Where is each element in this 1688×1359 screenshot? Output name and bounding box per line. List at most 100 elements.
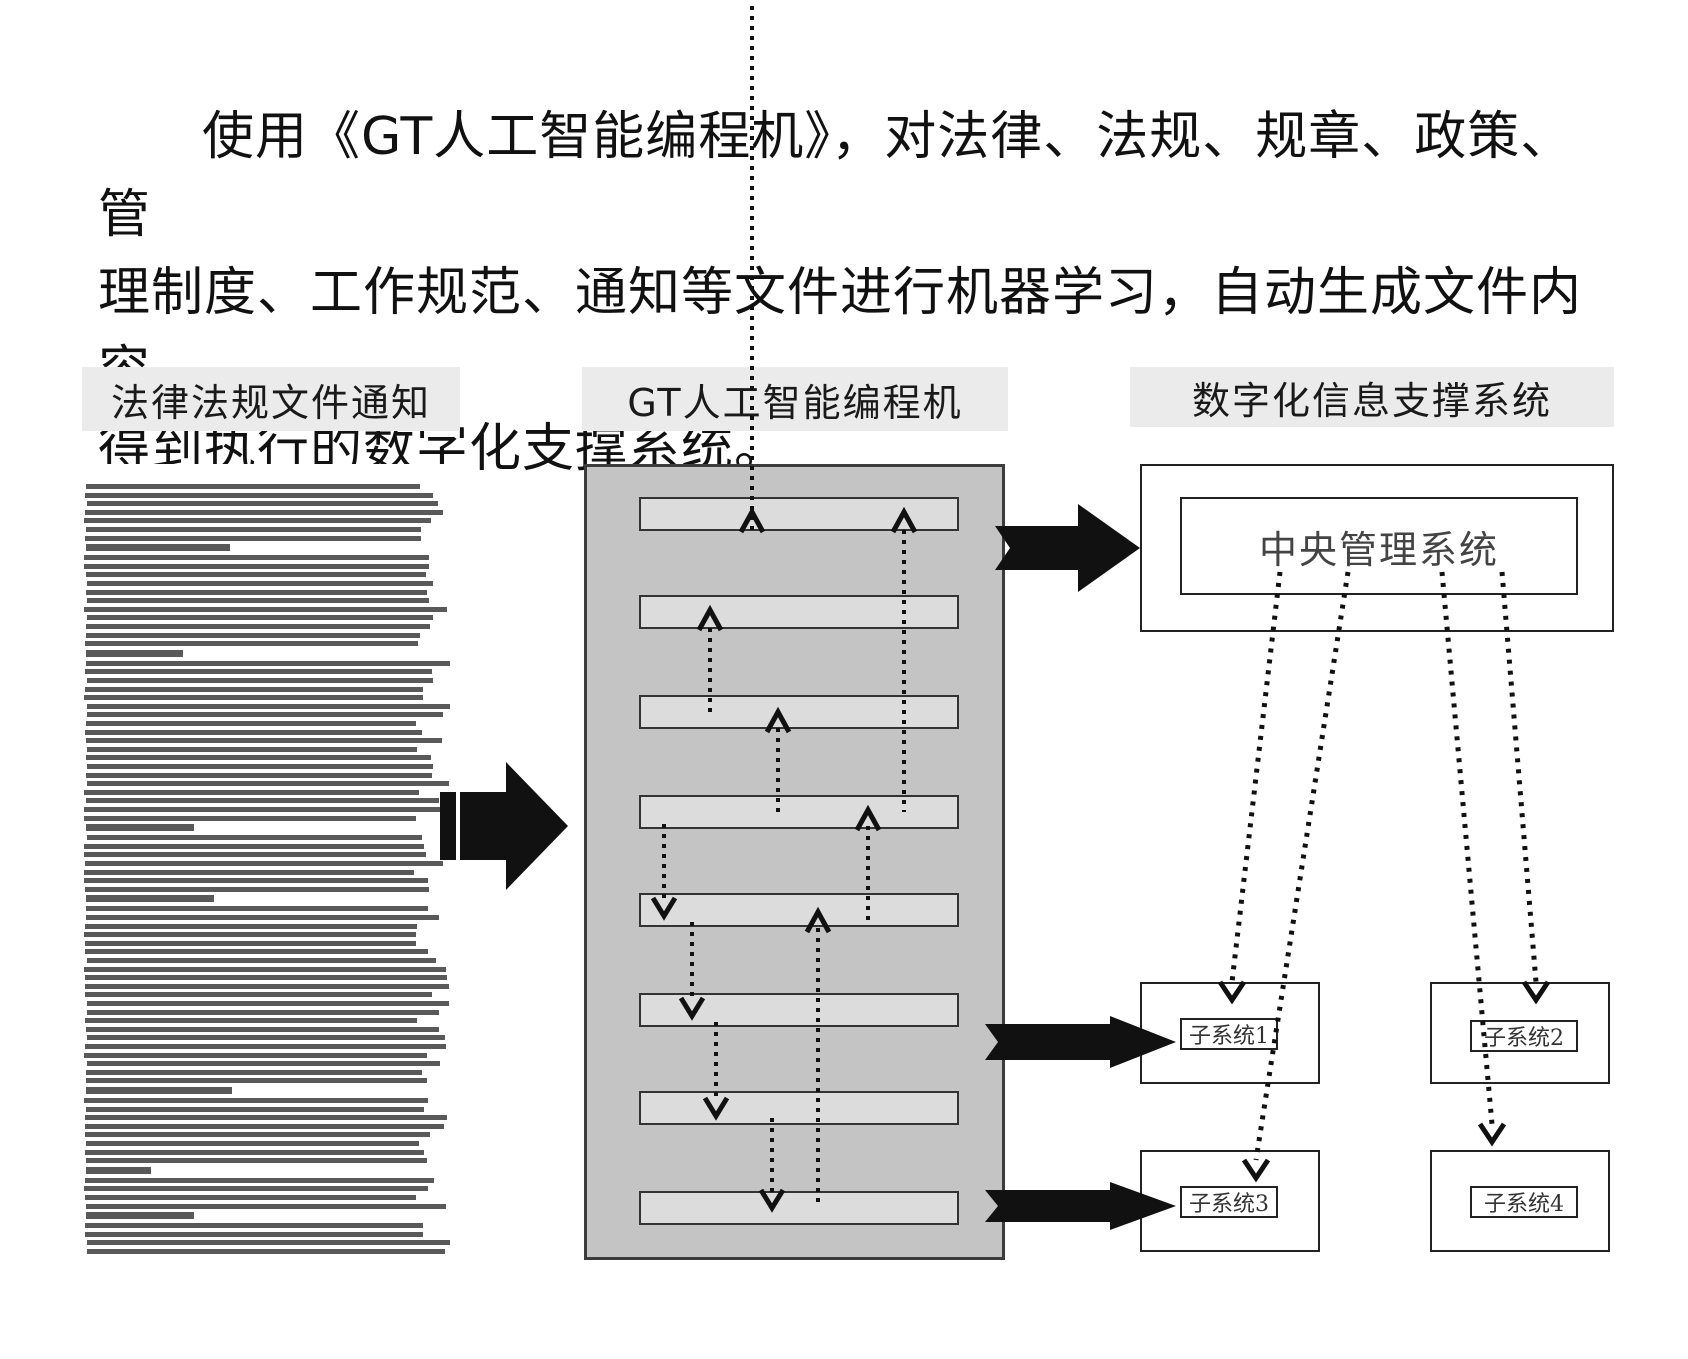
document-text-line <box>86 721 416 726</box>
document-text-line <box>86 755 431 761</box>
document-text-line <box>84 869 414 875</box>
document-text-line <box>87 746 417 752</box>
document-text-line <box>87 958 436 963</box>
header-digital-support-system: 数字化信息支撑系统 <box>1130 367 1614 427</box>
gt-stage-bar <box>639 695 959 729</box>
document-text-line <box>85 992 432 998</box>
document-text-line <box>84 1052 427 1058</box>
document-text-line <box>85 1044 446 1049</box>
gt-machine-panel <box>584 464 1005 1260</box>
document-text-line <box>87 703 450 709</box>
document-text-line <box>86 915 439 920</box>
gt-stage-bar <box>639 993 959 1027</box>
document-text-line <box>86 572 426 578</box>
document-text-line <box>87 781 449 787</box>
document-text-line <box>85 1223 423 1229</box>
document-text-line <box>84 695 423 701</box>
gt-stage-bar <box>639 1191 959 1225</box>
document-text-line <box>85 949 428 955</box>
document-text-line <box>84 815 416 821</box>
document-text-line <box>86 738 442 744</box>
document-text-line <box>84 518 431 524</box>
document-text-line <box>86 1203 446 1209</box>
central-management-system: 中央管理系统 <box>1180 497 1578 595</box>
document-text-line <box>85 1195 416 1200</box>
gt-stage-bar <box>639 795 959 829</box>
document-text-line <box>85 861 443 866</box>
document-text-line <box>85 1018 417 1024</box>
document-text-line <box>86 906 428 912</box>
document-text-line <box>86 1106 424 1112</box>
subsystem-4-label: 子系统4 <box>1470 1186 1578 1218</box>
document-text-line <box>87 1009 439 1015</box>
document-text-line <box>85 886 429 892</box>
output-arrow-central-icon <box>995 504 1140 592</box>
document-text-line <box>84 966 446 972</box>
document-text-line <box>85 729 422 735</box>
document-text-line <box>86 544 230 552</box>
document-text-line <box>86 1069 422 1075</box>
document-text-line <box>86 484 420 489</box>
document-text-line <box>85 1149 424 1155</box>
document-text-line <box>87 1001 449 1006</box>
document-text-line <box>85 669 432 675</box>
document-text-line <box>85 940 416 946</box>
document-text-line <box>87 501 438 507</box>
document-text-line <box>87 835 422 841</box>
input-arrow-icon <box>440 762 568 890</box>
document-text-line <box>87 712 443 718</box>
document-text-line <box>84 852 426 858</box>
document-text-line <box>84 807 443 812</box>
document-text-line <box>85 1231 423 1237</box>
document-text-line <box>87 1035 445 1041</box>
document-text-line <box>85 1177 434 1183</box>
document-text-line <box>86 589 427 595</box>
document-text-line <box>84 606 447 612</box>
subsystem-1-label: 子系统1 <box>1180 1018 1278 1050</box>
document-text-line <box>86 1166 151 1174</box>
document-text-line <box>84 789 419 795</box>
document-scan-image <box>82 464 454 1260</box>
document-text-line <box>85 975 447 981</box>
document-text-line <box>85 983 449 989</box>
intro-line-1: 使用《GT人工智能编程机》，对法律、法规、规章、政策、管 <box>98 107 1574 245</box>
document-text-line <box>87 615 433 621</box>
document-text-line <box>87 678 433 683</box>
document-text-line <box>84 555 429 561</box>
document-text-line <box>87 1240 450 1246</box>
document-text-line <box>86 1158 427 1164</box>
document-text-line <box>86 624 430 629</box>
document-text-line <box>87 1061 440 1067</box>
document-text-line <box>85 641 418 647</box>
document-text-line <box>85 1123 444 1129</box>
document-text-line <box>87 1249 445 1254</box>
document-text-line <box>87 764 433 769</box>
intro-line-2: 理制度、工作规范、通知等文件进行机器学习，自动生成文件内容 <box>98 263 1583 401</box>
gt-stage-bar <box>639 893 959 927</box>
document-text-line <box>86 798 439 804</box>
document-text-line <box>86 772 432 778</box>
document-text-line <box>86 527 421 532</box>
document-text-line <box>84 563 429 569</box>
document-text-line <box>85 535 421 541</box>
gt-stage-bar <box>639 1091 959 1125</box>
document-text-line <box>86 1212 194 1220</box>
document-text-line <box>84 932 416 938</box>
document-text-line <box>87 598 429 604</box>
document-text-line <box>84 843 424 849</box>
document-text-line <box>85 509 443 515</box>
document-text-line <box>85 492 433 498</box>
document-text-line <box>84 878 428 884</box>
document-text-line <box>86 1026 439 1032</box>
subsystem-3-label: 子系统3 <box>1180 1186 1278 1218</box>
document-text-line <box>86 895 214 903</box>
document-text-line <box>86 1141 419 1146</box>
document-text-line <box>84 1098 428 1103</box>
document-text-line <box>86 660 450 666</box>
header-legal-documents: 法律法规文件通知 <box>82 367 460 431</box>
subsystem-2-label: 子系统2 <box>1470 1020 1578 1052</box>
header-gt-ai-programmer: GT人工智能编程机 <box>582 367 1008 431</box>
gt-stage-bar <box>639 497 959 531</box>
gt-stage-bar <box>639 595 959 629</box>
document-text-line <box>86 632 420 638</box>
